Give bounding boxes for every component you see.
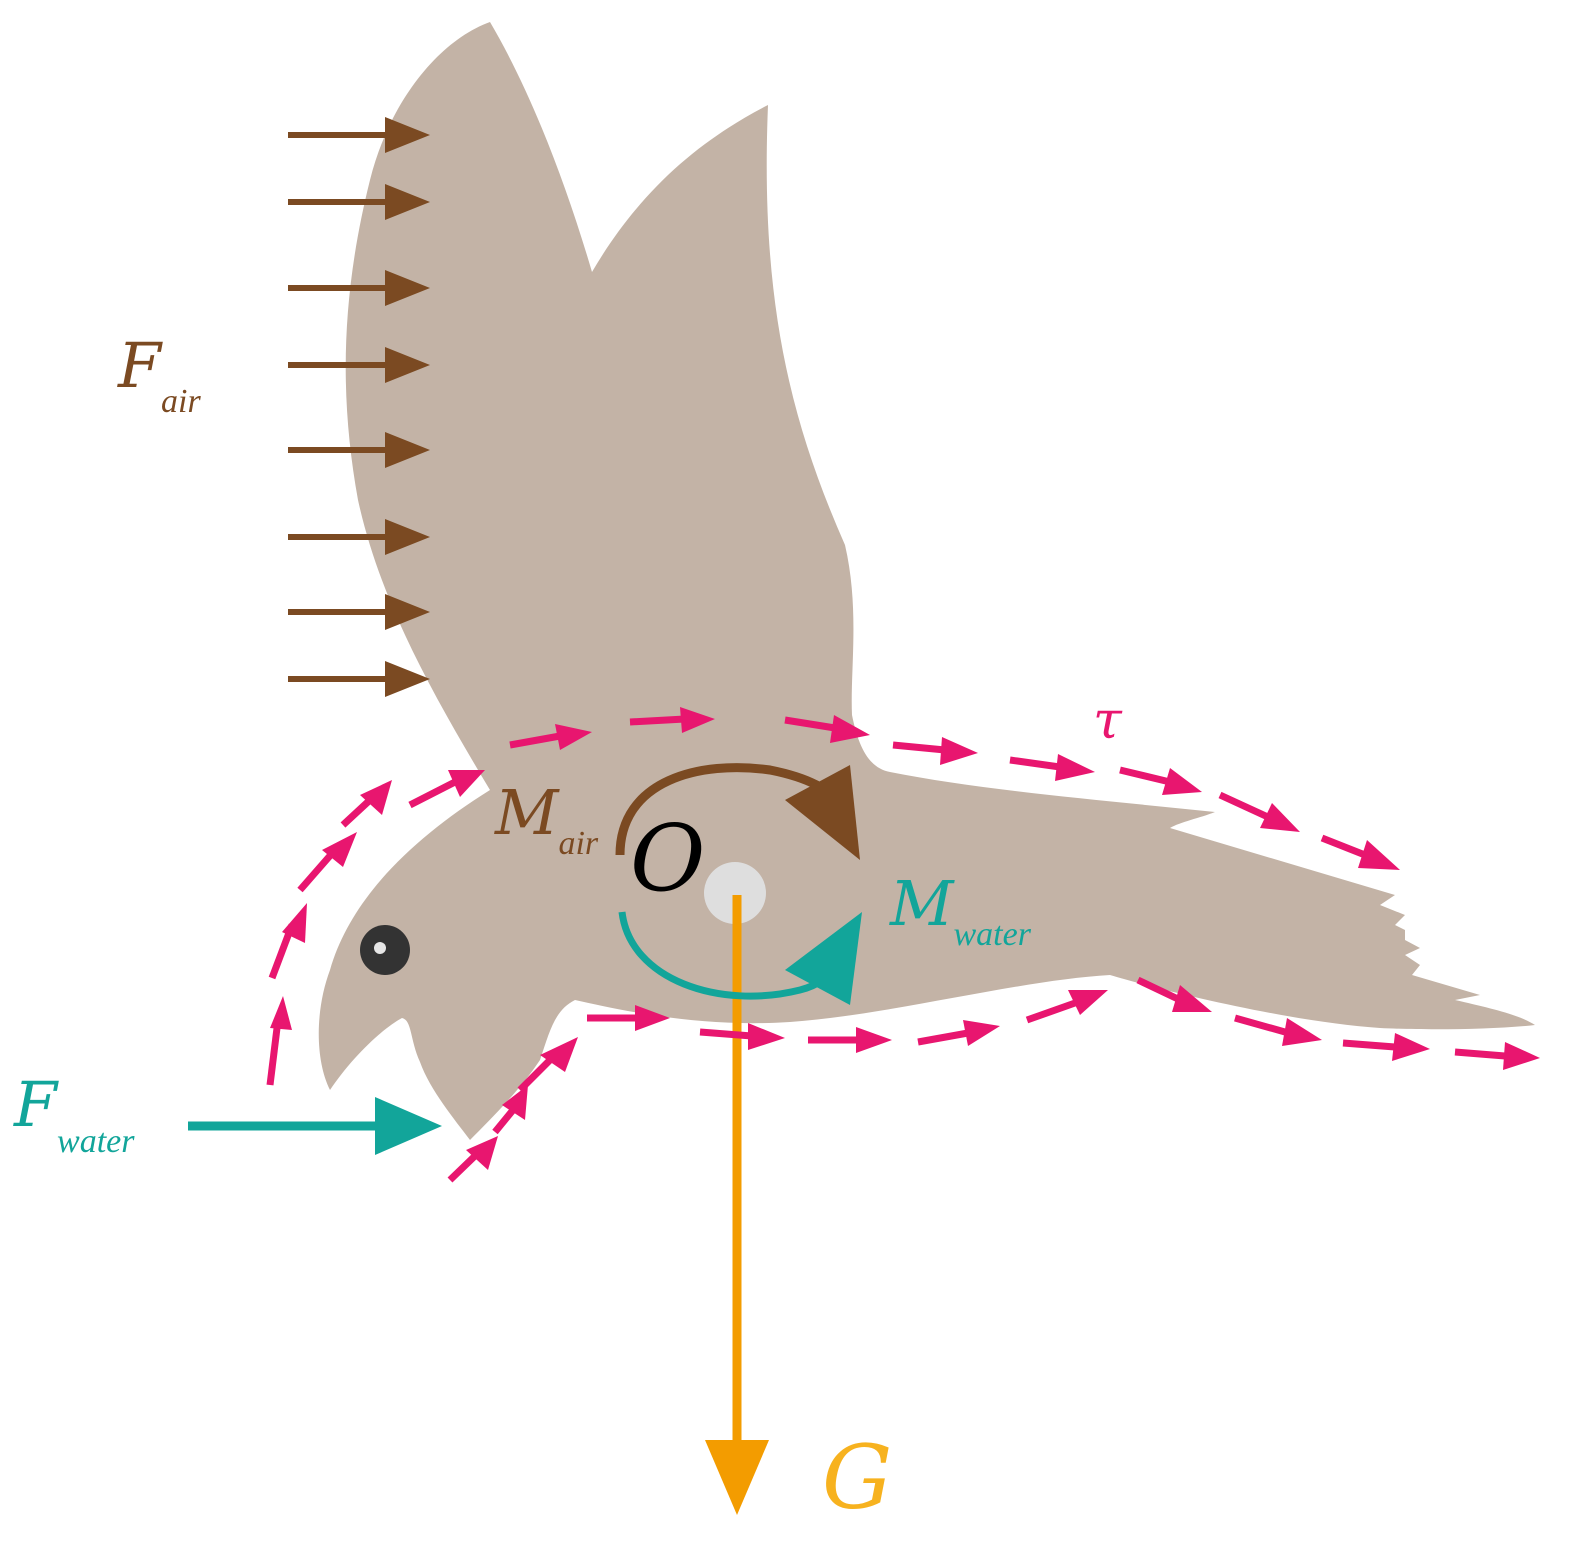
f-water-label: Fwater	[13, 1068, 135, 1160]
shear-arrow	[892, 737, 978, 765]
shear-arrow	[1342, 1033, 1430, 1061]
shear-arrow	[509, 724, 592, 750]
shear-arrow	[808, 1027, 892, 1053]
shear-arrow	[917, 1020, 1000, 1046]
shear-arrow	[1234, 1014, 1322, 1046]
shear-arrow	[1025, 990, 1108, 1024]
water-moment-arrow	[618, 911, 862, 1005]
shear-arrow	[447, 1136, 498, 1183]
shear-stress-arrows	[266, 707, 1540, 1183]
m-air-label: Mair	[494, 776, 599, 862]
shear-arrow	[340, 780, 392, 828]
bird-silhouette	[318, 22, 1535, 1140]
water-force-arrow	[188, 1097, 442, 1155]
air-arrow-4	[288, 347, 430, 383]
f-air-label: Fair	[117, 329, 201, 420]
air-arrow-6	[288, 519, 430, 555]
pivot-point	[704, 862, 766, 924]
m-water-label: Mwater	[889, 867, 1032, 953]
gravity-label: G	[822, 1426, 892, 1529]
shear-arrow	[297, 832, 357, 893]
shear-arrow	[266, 996, 292, 1086]
air-arrow-3	[288, 270, 430, 306]
shear-arrow	[408, 770, 485, 809]
shear-arrow	[1320, 834, 1400, 870]
eye-highlight	[374, 942, 386, 954]
shear-arrow	[1009, 754, 1095, 781]
air-arrow-8	[288, 661, 430, 697]
origin-label: O	[630, 805, 705, 912]
shear-arrow	[268, 903, 307, 980]
air-arrow-2	[288, 184, 430, 220]
shear-arrow	[629, 707, 715, 733]
gravity-arrow	[705, 895, 769, 1515]
shear-arrow	[1218, 791, 1300, 832]
shear-arrow	[699, 1023, 785, 1050]
shear-arrow	[517, 1037, 578, 1093]
tau-label: τ	[1093, 691, 1123, 751]
air-arrow-5	[288, 432, 430, 468]
air-arrow-1	[288, 117, 430, 153]
shear-arrow	[784, 715, 870, 743]
shear-arrow	[492, 1085, 528, 1135]
shear-arrow	[1119, 766, 1202, 795]
air-force-arrows	[288, 117, 430, 697]
shear-arrow	[1454, 1042, 1540, 1070]
air-moment-arrow	[615, 763, 860, 860]
shear-arrow	[587, 1005, 670, 1031]
air-arrow-7	[288, 594, 430, 630]
shear-arrow	[1136, 976, 1212, 1012]
